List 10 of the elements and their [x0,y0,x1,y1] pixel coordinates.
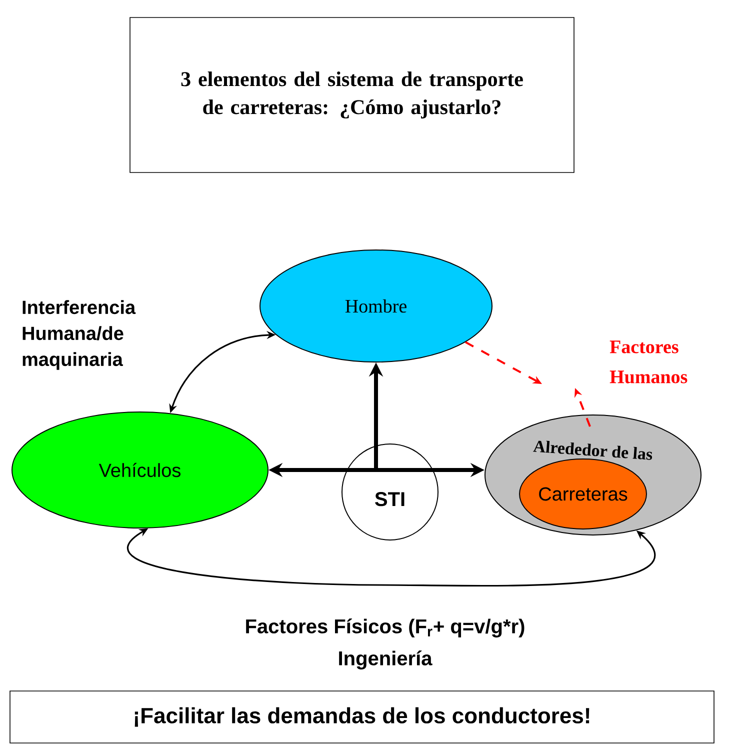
caption-text: Factores Físicos (F$_{r}$+ q=v/g*r) [246,618,524,638]
oval-node: Hombre [260,250,492,362]
circle-node: STI [342,444,438,540]
caption-text: Ingeniería [339,650,432,670]
annotation-text: Interferencia Humana/de maquinaria [22,300,136,370]
oval-node: Vehículos [12,412,268,528]
oval-node: Carreteras [519,458,647,530]
message-box: ¡Facilitar las demandas de los conductores! [10,690,714,744]
title-box: 3 elementos del sistema de transporte de carreteras: ¿Cómo ajustarlo? [130,17,574,173]
annotation-text: Factores Humanos [610,340,688,384]
